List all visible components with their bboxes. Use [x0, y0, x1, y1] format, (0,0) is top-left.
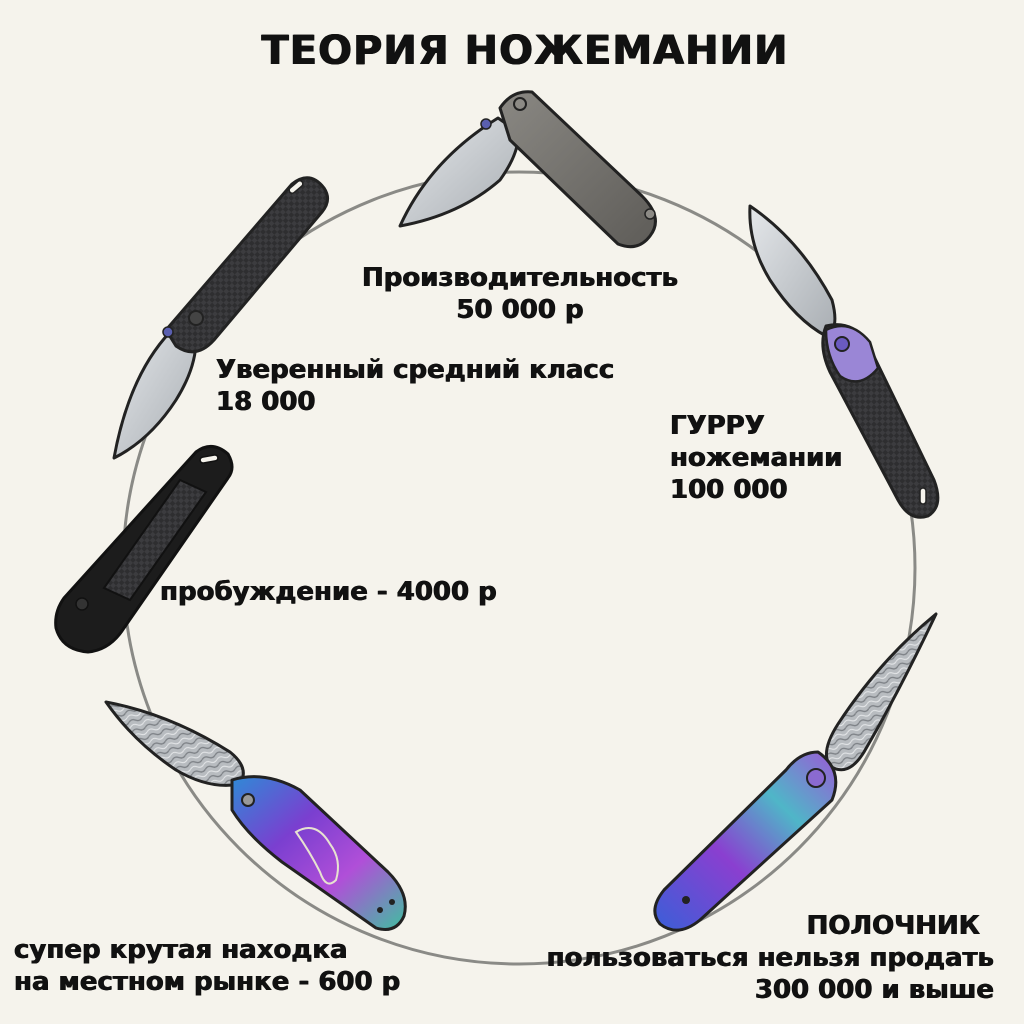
knife-carbon-icon	[112, 176, 329, 460]
knife-rainbow-dragon-icon	[104, 700, 407, 931]
stage-text-1: супер крутая находка	[14, 935, 348, 965]
stage-label-collector: ПОЛОЧНИК пользоваться нельзя продать 300…	[547, 910, 994, 1006]
stage-price: 100 000	[670, 475, 788, 505]
stage-label-guru: ГУРРУ ножемании 100 000	[670, 410, 843, 506]
stage-text-2: на местном рынке - 600 р	[14, 967, 401, 997]
stage-name: Производительность	[361, 263, 679, 293]
stage-label-middle-class: Уверенный средний класс 18 000	[216, 354, 614, 418]
stage-price: 300 000 и выше	[754, 975, 994, 1005]
stage-price: 18 000	[216, 387, 316, 417]
stage-price: 50 000 р	[456, 295, 584, 325]
stage-name: ГУРРУ	[670, 411, 765, 441]
knife-collector-icon	[653, 612, 938, 932]
knife-black-icon	[54, 445, 234, 654]
stage-label-awakening: пробуждение - 4000 р	[160, 576, 497, 608]
stage-name: Уверенный средний класс	[216, 355, 615, 385]
stage-label-market-find: супер крутая находка на местном рынке - …	[14, 934, 400, 998]
stage-name-2: ножемании	[670, 443, 843, 473]
stage-text: пробуждение - 4000 р	[160, 577, 497, 607]
knife-titanium-icon	[398, 90, 657, 249]
stage-text-2: пользоваться нельзя продать	[546, 943, 994, 973]
stage-label-productivity: Производительность 50 000 р	[330, 262, 710, 326]
knife-guru-icon	[748, 204, 940, 519]
stage-name: ПОЛОЧНИК	[806, 911, 980, 941]
page-title: ТЕОРИЯ НОЖЕМАНИИ	[261, 28, 789, 74]
